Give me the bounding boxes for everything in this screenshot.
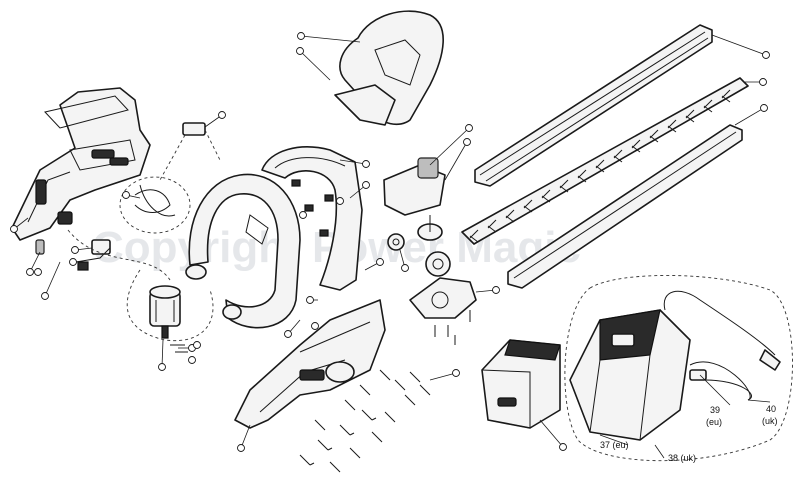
kit-eu-label: 37 (eu)	[600, 440, 629, 450]
callout-marker	[465, 124, 473, 132]
callout-marker	[41, 292, 49, 300]
callout-marker	[218, 111, 226, 119]
charger-uk-number: 40	[766, 404, 776, 414]
loop-handle	[185, 173, 301, 329]
callout-marker	[10, 225, 18, 233]
blade-guard	[334, 10, 444, 126]
callout-marker	[759, 78, 767, 86]
charger-kit-outline	[564, 275, 793, 462]
callout-marker	[401, 264, 409, 272]
callout-marker	[34, 268, 42, 276]
callout-marker	[362, 181, 370, 189]
motor	[126, 269, 214, 353]
callout-marker	[463, 138, 471, 146]
wiring-harness	[119, 122, 221, 234]
callout-marker	[296, 47, 304, 55]
callout-marker	[762, 51, 770, 59]
blade-rail-top	[474, 24, 713, 187]
callout-marker	[452, 369, 460, 377]
callout-marker	[122, 191, 130, 199]
callout-marker	[492, 286, 500, 294]
callout-marker	[158, 363, 166, 371]
charger-eu-number: 39	[710, 405, 720, 415]
callout-marker	[193, 341, 201, 349]
kit-uk-label: 38 (uk)	[668, 453, 696, 463]
housing-screws	[299, 369, 431, 473]
callout-marker	[362, 160, 370, 168]
battery-pack	[481, 339, 561, 429]
battery-charger	[569, 309, 691, 441]
cutting-blade	[461, 77, 749, 245]
callout-marker	[237, 444, 245, 452]
gear-head-assembly	[383, 157, 451, 277]
callout-marker	[559, 443, 567, 451]
callout-marker	[760, 104, 768, 112]
callout-marker	[284, 330, 292, 338]
callout-marker	[26, 268, 34, 276]
callout-marker	[71, 246, 79, 254]
callout-marker	[376, 258, 384, 266]
callout-marker	[297, 32, 305, 40]
power-cord	[663, 290, 781, 401]
charger-eu-tag: (eu)	[706, 417, 722, 427]
callout-marker	[306, 296, 314, 304]
callout-marker	[311, 322, 319, 330]
rear-handle-frame	[261, 146, 363, 291]
trigger-switch-parts	[35, 211, 171, 281]
charger-uk-tag: (uk)	[762, 416, 778, 426]
part-callouts	[10, 32, 770, 452]
callout-marker	[188, 356, 196, 364]
gear-plate	[409, 277, 477, 345]
right-housing-half	[234, 299, 386, 429]
left-housing-half	[11, 87, 151, 241]
callout-marker	[336, 197, 344, 205]
callout-marker	[299, 211, 307, 219]
callout-marker	[69, 258, 77, 266]
blade-rail-bottom	[507, 124, 743, 289]
